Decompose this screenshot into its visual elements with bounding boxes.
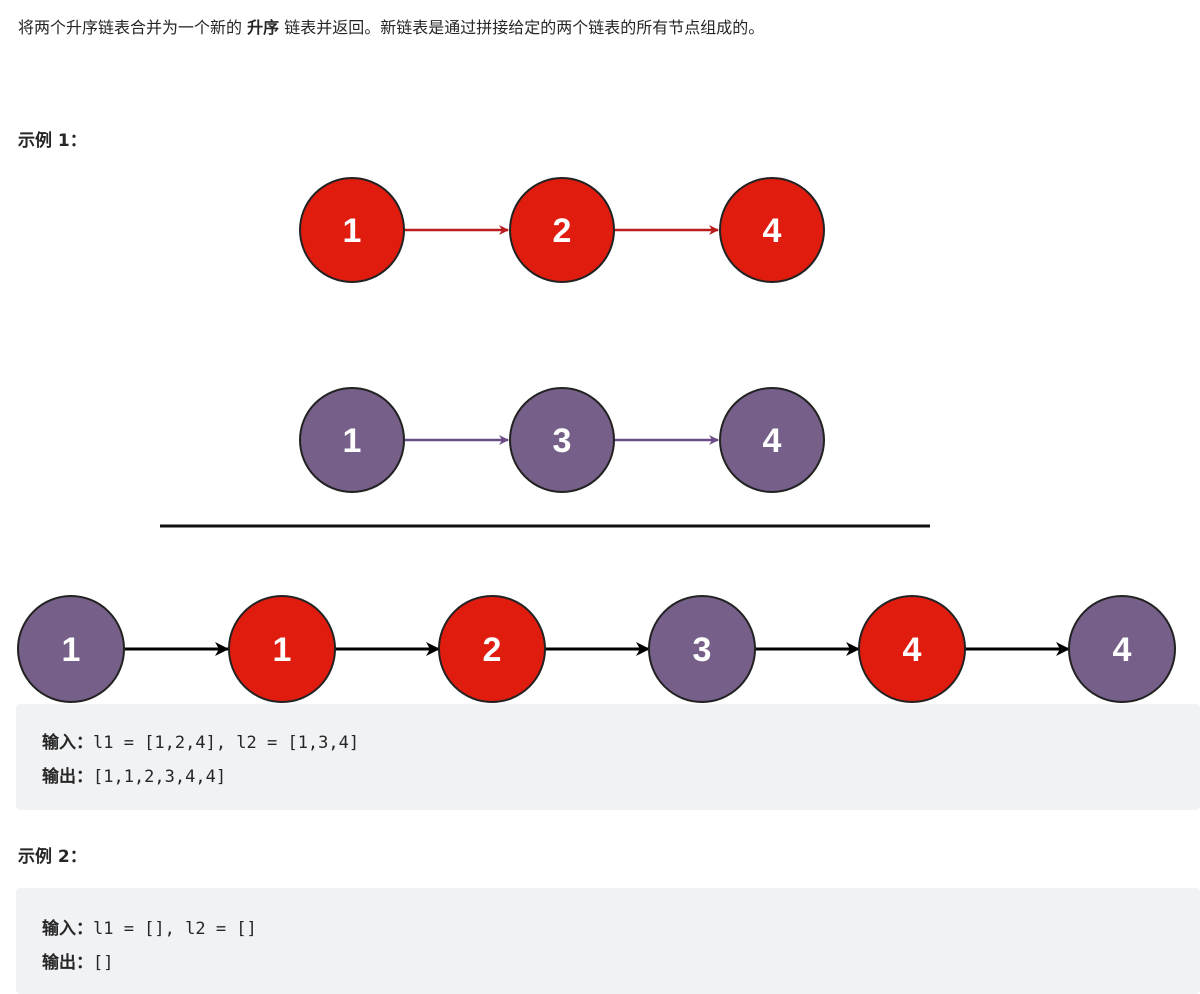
svg-text:2: 2 [553,212,572,250]
merged-list: 1 1 2 3 4 4 [17,595,1176,703]
svg-text:3: 3 [693,631,712,669]
input-label: 输入： [42,733,93,753]
list-2-node: 3 [509,387,615,493]
list-2: 1 3 4 [299,387,825,493]
example-2-heading: 示例 2： [18,847,87,867]
svg-text:1: 1 [343,212,362,250]
merged-list-node: 1 [17,595,125,703]
svg-text:4: 4 [903,631,922,669]
problem-description: 将两个升序链表合并为一个新的 升序 链表并返回。新链表是通过拼接给定的两个链表的… [18,14,764,42]
input-label: 输入： [42,919,93,939]
svg-text:1: 1 [273,631,292,669]
intro-text-before: 将两个升序链表合并为一个新的 [18,18,248,37]
svg-text:4: 4 [763,422,782,460]
output-value: [1,1,2,3,4,4] [93,767,227,787]
svg-text:1: 1 [343,422,362,460]
example-2-input: 输入：l1 = [], l2 = [] [42,912,1200,946]
merged-list-node: 1 [228,595,336,703]
list-1: 1 2 4 [299,177,825,283]
list-2-node: 4 [719,387,825,493]
output-value: [] [93,953,114,973]
intro-emphasis: 升序 [247,18,280,37]
intro-text-after: 链表并返回。新链表是通过拼接给定的两个链表的所有节点组成的。 [279,18,765,37]
list-1-node: 4 [719,177,825,283]
linked-list-merge-diagram: 1 2 4 1 3 4 [17,177,1176,703]
list-1-node: 1 [299,177,405,283]
input-value: l1 = [1,2,4], l2 = [1,3,4] [93,733,360,753]
merged-list-node: 2 [438,595,546,703]
list-1-node: 2 [509,177,615,283]
output-label: 输出： [42,953,93,973]
list-2-node: 1 [299,387,405,493]
svg-text:3: 3 [553,422,572,460]
merged-list-node: 4 [1068,595,1176,703]
example-1-heading: 示例 1： [18,131,87,151]
example-1-output: 输出：[1,1,2,3,4,4] [42,760,1200,794]
example-1-input: 输入：l1 = [1,2,4], l2 = [1,3,4] [42,726,1200,760]
input-value: l1 = [], l2 = [] [93,919,257,939]
svg-text:4: 4 [1113,631,1132,669]
svg-text:4: 4 [763,212,782,250]
merged-list-node: 3 [648,595,756,703]
output-label: 输出： [42,767,93,787]
svg-text:2: 2 [483,631,502,669]
svg-text:1: 1 [62,631,81,669]
example-2-code-block: 输入：l1 = [], l2 = [] 输出：[] [16,888,1200,994]
example-1-code-block: 输入：l1 = [1,2,4], l2 = [1,3,4] 输出：[1,1,2,… [16,704,1200,810]
example-2-output: 输出：[] [42,946,1200,980]
merged-list-node: 4 [858,595,966,703]
